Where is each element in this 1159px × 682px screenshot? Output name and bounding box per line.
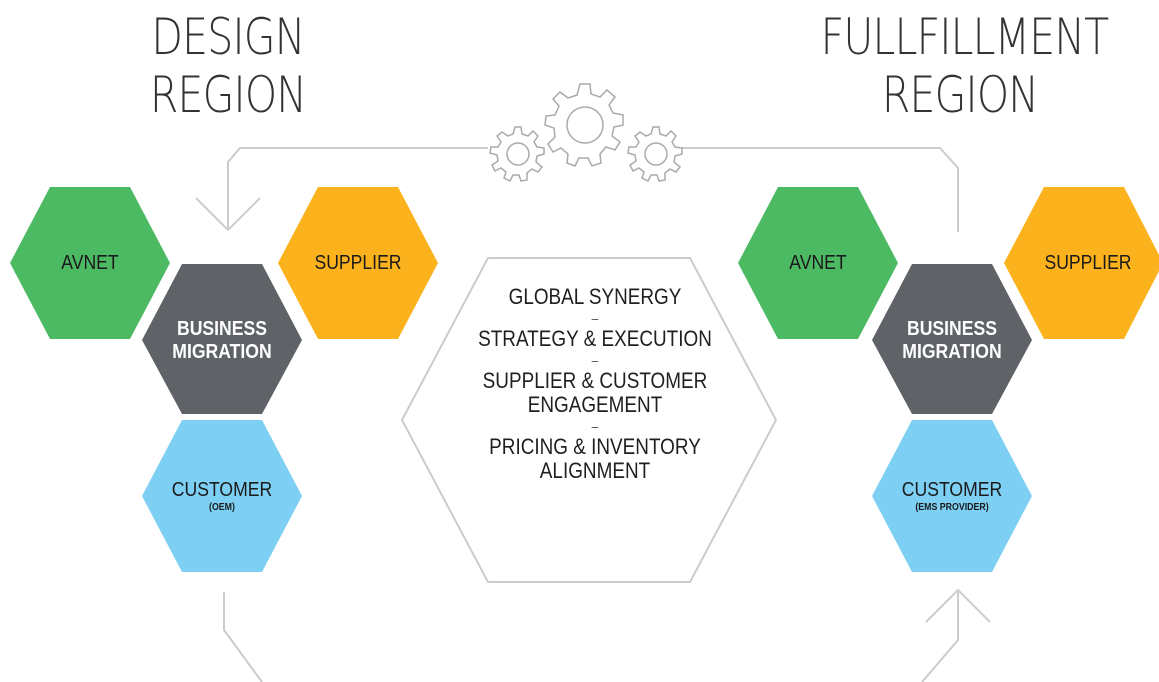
fulfillment-region-title: FULLFILLMENT REGION	[820, 8, 1110, 124]
left-business-line2: MIGRATION	[172, 341, 272, 363]
hex-left-business-migration	[142, 264, 302, 414]
right-customer-sub: (EMS PROVIDER)	[915, 501, 989, 513]
hex-right-avnet	[738, 187, 898, 339]
right-avnet-label: AVNET	[774, 248, 862, 278]
center-item-pricing-line2: ALIGNMENT	[539, 458, 651, 483]
left-avnet-label: AVNET	[46, 248, 134, 278]
center-item-pricing-line1: PRICING & INVENTORY	[489, 434, 701, 459]
left-customer-text: CUSTOMER	[171, 478, 273, 501]
hex-left-customer	[142, 420, 302, 572]
right-customer-text: CUSTOMER	[901, 478, 1003, 501]
left-supplier-text: SUPPLIER	[314, 251, 402, 274]
gears-icon	[489, 83, 683, 183]
left-business-line1: BUSINESS	[177, 318, 267, 340]
design-region-title: DESIGN REGION	[138, 8, 318, 124]
left-business-migration-label: BUSINESS MIGRATION	[160, 315, 283, 367]
gear-small-right	[627, 126, 683, 183]
right-customer-label: CUSTOMER (EMS PROVIDER)	[890, 474, 1013, 518]
design-title-line1: DESIGN	[151, 8, 305, 66]
fulfillment-title-line2: REGION	[881, 66, 1039, 124]
center-separator-2: –	[591, 352, 599, 368]
right-business-line2: MIGRATION	[902, 341, 1002, 363]
center-item-engagement-line2: ENGAGEMENT	[527, 392, 663, 417]
left-customer-label: CUSTOMER (OEM)	[160, 474, 283, 518]
center-separator-1: –	[591, 310, 599, 326]
up-arrow-icon	[925, 588, 991, 623]
gear-small-left	[489, 126, 545, 183]
hex-center-outline	[400, 257, 778, 583]
left-customer-sub: (OEM)	[209, 501, 235, 513]
right-supplier-label: SUPPLIER	[1035, 248, 1141, 278]
center-item-global-synergy: GLOBAL SYNERGY	[508, 284, 682, 309]
right-business-line1: BUSINESS	[907, 318, 997, 340]
center-strategy-list: GLOBAL SYNERGY – STRATEGY & EXECUTION – …	[462, 285, 729, 483]
left-avnet-text: AVNET	[61, 251, 119, 274]
flow-lines	[195, 147, 991, 682]
center-item-engagement-line1: SUPPLIER & CUSTOMER	[482, 368, 708, 393]
left-supplier-label: SUPPLIER	[305, 248, 411, 278]
center-separator-3: –	[591, 418, 599, 434]
design-title-line2: REGION	[149, 66, 307, 124]
hex-right-customer	[872, 420, 1032, 572]
gear-large-center	[544, 83, 624, 167]
right-supplier-text: SUPPLIER	[1044, 251, 1132, 274]
bottom-right-connector	[921, 592, 959, 682]
down-arrow-icon	[195, 197, 261, 232]
top-left-connector	[227, 147, 488, 228]
bottom-left-connector	[223, 592, 263, 682]
hex-left-avnet	[10, 187, 170, 339]
center-item-strategy-execution: STRATEGY & EXECUTION	[478, 326, 712, 351]
fulfillment-title-line1: FULLFILLMENT	[820, 8, 1110, 66]
hex-right-supplier	[1004, 187, 1159, 339]
hex-right-business-migration	[872, 264, 1032, 414]
right-business-migration-label: BUSINESS MIGRATION	[890, 315, 1013, 367]
top-right-connector	[682, 147, 959, 232]
right-avnet-text: AVNET	[789, 251, 847, 274]
hex-left-supplier	[278, 187, 438, 339]
